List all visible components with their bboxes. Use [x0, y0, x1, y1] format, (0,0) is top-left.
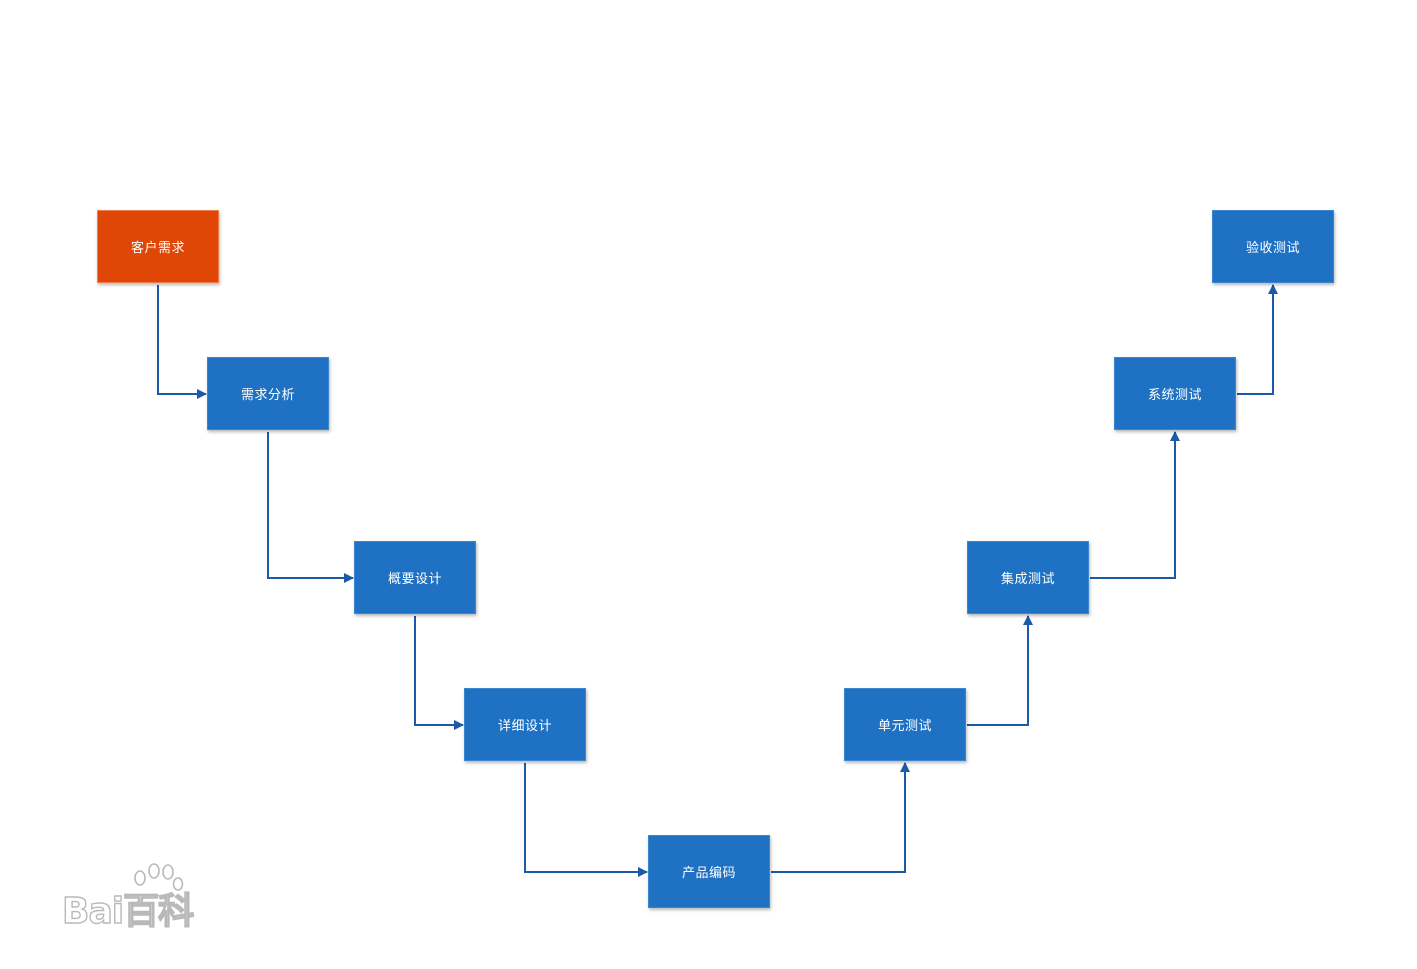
node-coding[interactable]: 产品编码 [648, 835, 770, 908]
node-label: 产品编码 [681, 866, 736, 881]
node-outline-design[interactable]: 概要设计 [354, 541, 476, 614]
connector-system-to-acceptance [1237, 284, 1278, 395]
node-label: 集成测试 [1000, 572, 1055, 587]
node-acceptance-test[interactable]: 验收测试 [1212, 210, 1334, 283]
node-system-test[interactable]: 系统测试 [1114, 357, 1236, 430]
node-label: 详细设计 [497, 719, 552, 734]
watermark-text: Bai百科 [61, 890, 194, 932]
connector-unit-to-integration [967, 615, 1033, 726]
connector-coding-to-unit-test [771, 762, 910, 873]
node-requirements-analysis[interactable]: 需求分析 [207, 357, 329, 430]
connector-integration-to-system [1090, 431, 1180, 579]
node-label: 系统测试 [1147, 388, 1202, 403]
node-integration-test[interactable]: 集成测试 [967, 541, 1089, 614]
connector-analysis-to-outline [267, 432, 354, 583]
node-unit-test[interactable]: 单元测试 [844, 688, 966, 761]
node-label: 客户需求 [130, 241, 185, 256]
node-customer-requirements[interactable]: 客户需求 [97, 210, 219, 283]
node-label: 需求分析 [240, 388, 295, 403]
node-label: 验收测试 [1245, 241, 1300, 256]
node-label: 概要设计 [387, 572, 442, 587]
node-detailed-design[interactable]: 详细设计 [464, 688, 586, 761]
baidu-paw-icon [134, 863, 184, 891]
connector-requirements-to-analysis [157, 285, 207, 399]
connector-detailed-to-coding [524, 763, 648, 877]
baidu-baike-watermark: Bai百科 [60, 862, 245, 933]
node-label: 单元测试 [877, 719, 932, 734]
connector-outline-to-detailed [414, 616, 464, 730]
